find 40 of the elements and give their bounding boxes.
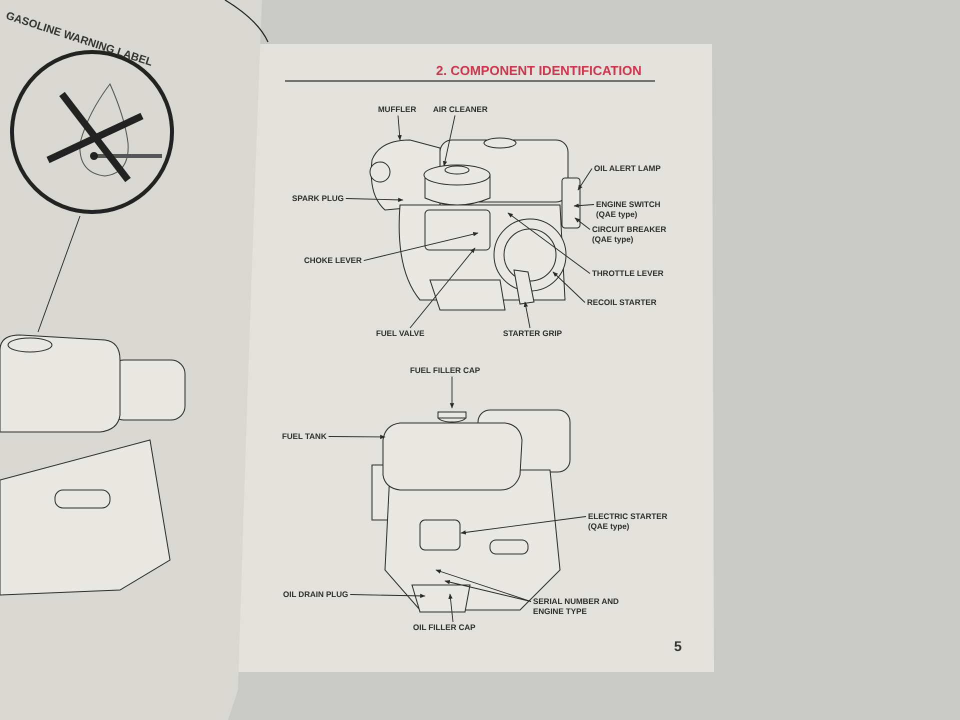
- part-label: FUEL FILLER CAP: [410, 366, 480, 376]
- leader-line: [508, 212, 590, 274]
- part-label: CHOKE LEVER: [304, 256, 362, 266]
- page-number: 5: [674, 638, 682, 654]
- leader-line: [460, 516, 586, 534]
- engine-drawing: [0, 334, 186, 596]
- leader-line: [574, 218, 590, 230]
- leader-line: [350, 594, 426, 598]
- part-label: CIRCUIT BREAKER (QAE type): [592, 225, 670, 244]
- leader-line: [442, 115, 456, 167]
- part-label: STARTER GRIP: [503, 329, 562, 338]
- leader-line: [328, 434, 386, 440]
- part-label: THROTTLE LEVER: [592, 269, 664, 278]
- part-label: ENGINE SWITCH (QAE type): [596, 200, 664, 219]
- section-title: 2. COMPONENT IDENTIFICATION: [436, 63, 642, 78]
- leader-line: [345, 198, 404, 202]
- part-label: FUEL TANK: [282, 432, 327, 442]
- part-label: OIL ALERT LAMP: [594, 164, 661, 174]
- part-label: OIL FILLER CAP: [413, 623, 476, 632]
- part-label: AIR CLEANER: [433, 105, 488, 114]
- leader-line: [450, 376, 454, 409]
- leader-line: [38, 216, 80, 332]
- part-label: ELECTRIC STARTER (QAE type): [588, 512, 672, 531]
- part-label: RECOIL STARTER: [587, 298, 656, 308]
- leader-line: [435, 569, 532, 602]
- leader-line: [573, 203, 594, 208]
- leader-line: [363, 232, 479, 261]
- part-label: OIL DRAIN PLUG: [283, 590, 348, 600]
- part-label: SERIAL NUMBER AND ENGINE TYPE: [533, 597, 625, 616]
- leader-line: [410, 248, 476, 328]
- leader-line: [552, 272, 586, 303]
- leader-line: [444, 580, 532, 602]
- part-label: SPARK PLUG: [292, 194, 344, 204]
- leader-line: [448, 593, 454, 622]
- part-label: MUFFLER: [378, 105, 416, 114]
- engine-drawing: [370, 138, 580, 310]
- leader-line: [578, 168, 592, 190]
- part-label: FUEL VALVE: [376, 329, 424, 338]
- leader-line: [397, 115, 402, 141]
- leader-line: [524, 301, 530, 328]
